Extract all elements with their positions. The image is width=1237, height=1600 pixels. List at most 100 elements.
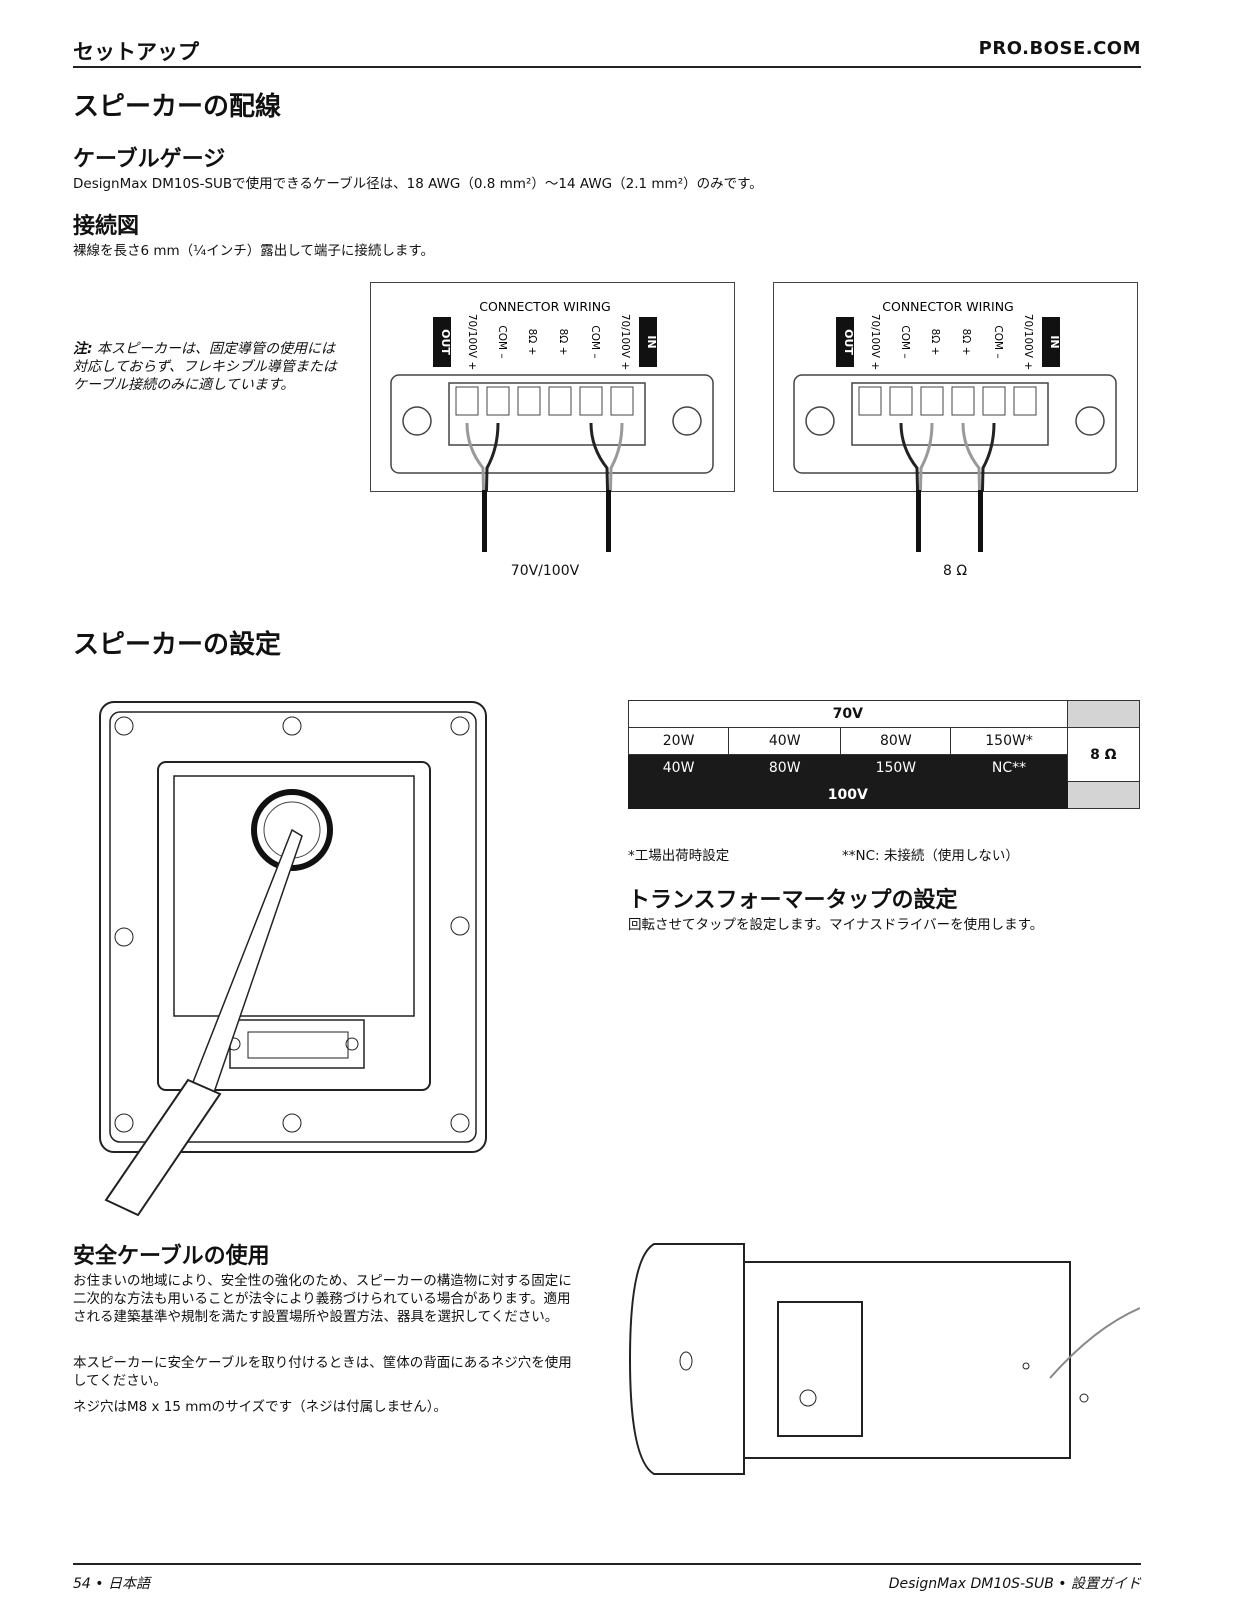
speaker-back-illustration: [98, 700, 490, 1217]
frame-screw-icon: [450, 716, 470, 736]
cable-right-1: [916, 490, 921, 552]
tap-row-header-70v: 70V: [628, 700, 1141, 728]
rear-dial: [799, 1389, 817, 1407]
terminal-3: [517, 386, 541, 416]
in-label-2: IN: [1048, 335, 1061, 348]
frame-screw-icon: [450, 1113, 470, 1133]
terminal-label-3b: 8Ω +: [929, 329, 941, 356]
tap-heading: トランスフォーマータップの設定: [628, 888, 958, 913]
mount-screw-right-2: [1075, 406, 1105, 436]
terminal-label-2: COM –: [496, 325, 508, 358]
terminal-area: [229, 1019, 365, 1069]
wire-black-right: [589, 422, 611, 554]
caption-8ohm: 8 Ω: [942, 563, 968, 579]
safety-heading: 安全ケーブルの使用: [73, 1244, 270, 1269]
wire-grey-c2: [961, 422, 983, 554]
in-label: IN: [645, 335, 658, 348]
tap-header-100v: 100V: [628, 781, 1068, 809]
tap-cell: 40W: [627, 754, 730, 782]
connector-diagram-70v: CONNECTOR WIRING OUT 70/100V + COM – 8Ω …: [370, 282, 735, 554]
terminal-block-2: [851, 382, 1049, 446]
terminal-plate: [390, 374, 714, 474]
speaker-back-art: [99, 701, 487, 1217]
terminal-2: [486, 386, 510, 416]
tap-row-70v: 20W 40W 80W 150W* 8 Ω: [627, 727, 1141, 782]
tap-cell: 80W: [840, 727, 952, 755]
wiring-note: 注: 本スピーカーは、固定導管の使用には対応しておらず、フレキシブル導管またはケ…: [73, 340, 338, 394]
mini-screw-icon: [345, 1037, 359, 1051]
mini-terminal-block: [247, 1031, 349, 1059]
terminal-5b: [982, 386, 1006, 416]
tap-cell: NC**: [950, 754, 1068, 782]
connector-diagram-70v-art: CONNECTOR WIRING OUT 70/100V + COM – 8Ω …: [390, 299, 714, 554]
terminal-1: [455, 386, 479, 416]
tap-row-header-100v: 100V: [628, 781, 1141, 809]
frame-screw-icon: [282, 716, 302, 736]
wire-black-c2: [979, 422, 996, 554]
wiring-heading: スピーカーの配線: [73, 92, 282, 122]
side-hole: [679, 1351, 693, 1371]
tap-cell: 150W: [840, 754, 952, 782]
out-label-bg-2: [836, 317, 854, 367]
footer-rule: [73, 1563, 1141, 1565]
wire-grey-right: [607, 422, 624, 554]
footnote-factory: *工場出荷時設定: [628, 848, 730, 864]
out-label: OUT: [439, 329, 452, 355]
tap-cell-grey-bottom: [1066, 781, 1141, 809]
site-link[interactable]: PRO.BOSE.COM: [978, 38, 1141, 59]
diagram-text: 裸線を長さ6 mm（¼インチ）露出して端子に接続します。: [73, 243, 435, 259]
terminal-4b: [951, 386, 975, 416]
tap-cell-8ohm: 8 Ω: [1066, 727, 1141, 782]
out-label-bg: [433, 317, 451, 367]
terminal-6: [610, 386, 634, 416]
eyebolt-icon: [1079, 1393, 1089, 1403]
cable-right-2: [978, 490, 983, 552]
terminal-6b: [1013, 386, 1037, 416]
terminal-label-4: 8Ω +: [557, 329, 569, 356]
tap-cell: 20W: [627, 727, 730, 755]
rear-panel: [777, 1301, 863, 1437]
terminal-label-5: COM –: [589, 325, 601, 358]
screwdriver-handle-icon: [104, 1078, 222, 1217]
terminal-4: [548, 386, 572, 416]
in-label-bg: [639, 317, 657, 367]
terminal-label-3: 8Ω +: [526, 329, 538, 356]
terminal-5: [579, 386, 603, 416]
thread-hole: [1022, 1362, 1030, 1370]
safety-cable: [1049, 1307, 1141, 1379]
settings-heading: スピーカーの設定: [73, 630, 282, 660]
tap-cell-grey-top: [1066, 700, 1141, 728]
diagram-heading: 接続図: [73, 214, 140, 239]
wire-grey-left: [465, 422, 487, 554]
terminal-block: [448, 382, 646, 446]
tap-table: 70V 20W 40W 80W 150W* 8 Ω 40W 80W 150W N…: [627, 700, 1141, 809]
frame-screw-icon: [114, 716, 134, 736]
terminal-2b: [889, 386, 913, 416]
caption-70v: 70V/100V: [510, 563, 580, 579]
gauge-text: DesignMax DM10S-SUBで使用できるケーブル径は、18 AWG（0…: [73, 176, 763, 192]
gauge-heading: ケーブルゲージ: [73, 147, 226, 172]
terminal-label-1: 70/100V +: [466, 314, 478, 370]
safety-para-1: お住まいの地域により、安全性の強化のため、スピーカーの構造物に対する固定に二次的…: [73, 1273, 572, 1325]
frame-screw-icon: [450, 916, 470, 936]
footnote-nc: **NC: 未接続（使用しない）: [842, 848, 1019, 864]
tap-row-100v: 40W 80W 150W NC**: [627, 754, 1140, 782]
wire-black-left: [483, 422, 500, 554]
terminal-plate-2: [793, 374, 1117, 474]
mount-screw-right: [672, 406, 702, 436]
frame-screw-icon: [114, 927, 134, 947]
safety-para-2: 本スピーカーに安全ケーブルを取り付けるときは、筐体の背面にあるネジ穴を使用してく…: [73, 1355, 572, 1389]
section-title: セットアップ: [73, 40, 199, 64]
tap-cell: 150W*: [950, 727, 1068, 755]
tap-header-70v: 70V: [628, 700, 1068, 728]
header-rule: [73, 66, 1141, 68]
terminal-label-6: 70/100V +: [619, 314, 631, 370]
terminal-1b: [858, 386, 882, 416]
note-label: 注:: [73, 341, 93, 357]
cable-left-1: [482, 490, 487, 552]
terminal-label-5b: COM –: [992, 325, 1004, 358]
connector-diagram-8ohm: CONNECTOR WIRING OUT 70/100V + COM – 8Ω …: [773, 282, 1138, 554]
tap-cell: 80W: [728, 754, 842, 782]
terminal-3b: [920, 386, 944, 416]
safety-cable-art: [628, 1243, 1141, 1475]
